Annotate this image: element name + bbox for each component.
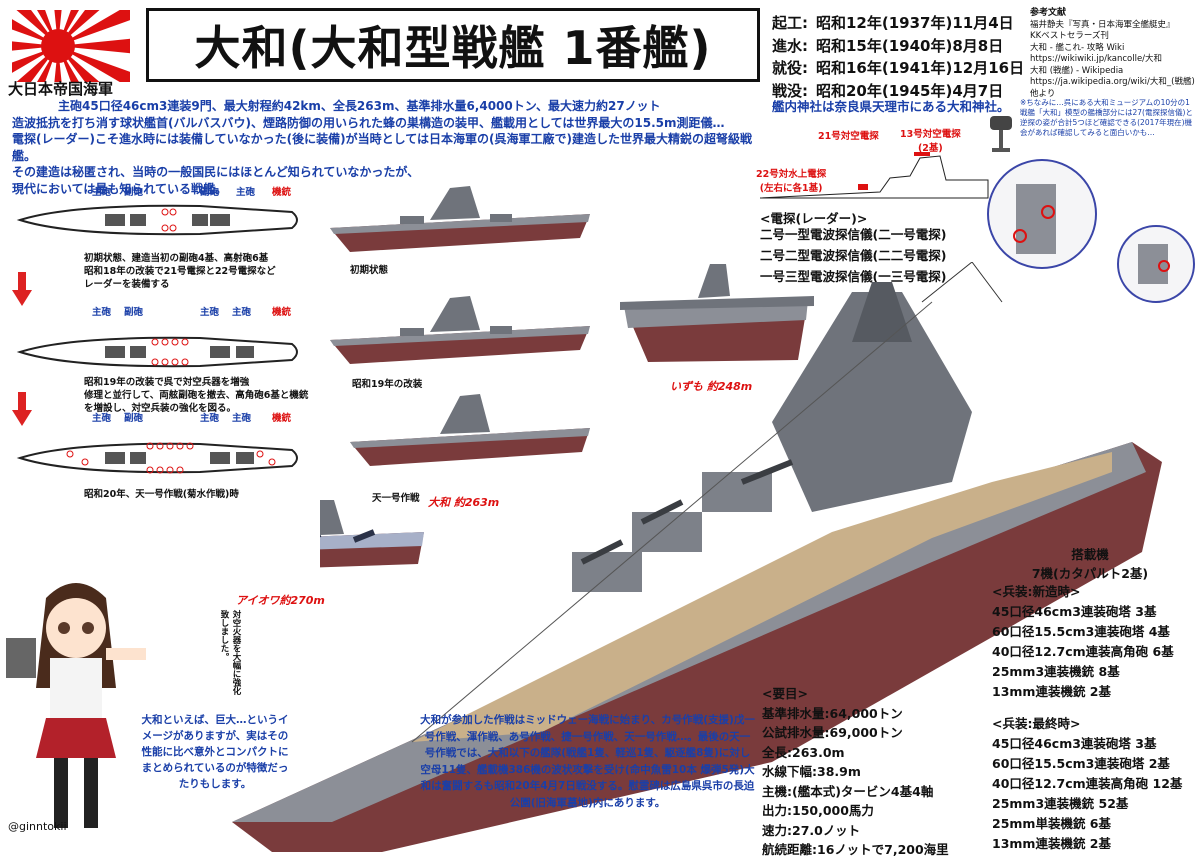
- spec-item: 基準排水量:64,000トン: [762, 705, 903, 721]
- navy-label: 大日本帝国海軍: [8, 80, 114, 98]
- deck-plan-drawings: [16, 204, 298, 474]
- radar-callout-22: 22号対水上電探(左右に各1基): [756, 169, 827, 194]
- radar-item: 二号二型電波探信儀(二二号電探): [760, 248, 947, 263]
- plan3-caption: 昭和20年、天一号作戦(菊水作戦)時: [84, 489, 239, 500]
- shrine-note: 艦内神社は奈良県天理市にある大和神社。: [772, 99, 1010, 114]
- down-arrow-icon: [12, 392, 32, 426]
- profile-ten: [350, 394, 590, 466]
- label-sub-gun: 副砲: [124, 307, 144, 318]
- date-row: 進水:昭和15年(1940年)8月8日: [772, 36, 1004, 55]
- down-arrow-icon: [12, 272, 32, 306]
- label-sub-gun: 副砲: [124, 187, 144, 198]
- label-aa-gun: 機銃: [272, 187, 292, 198]
- label-main-gun: 主砲: [236, 187, 256, 198]
- radar-list: 二号一型電波探信儀(二一号電探) 二号二型電波探信儀(二二号電探) 一号三型電波…: [760, 224, 946, 287]
- date-row: 戦没:昭和20年(1945年)4月7日: [772, 81, 1004, 100]
- arms-item: 25mm3連装機銃 52基: [992, 796, 1129, 811]
- museum-note: ※ちなみに…呉にある大和ミュージアムの10分の1戦艦「大和」模型の艦橋部分には2…: [1020, 98, 1193, 137]
- profile-s19-caption: 昭和19年の改装: [352, 379, 423, 390]
- character-comment: 大和といえば、巨大…というイメージがありますが、実はその性能に比べ意外とコンパク…: [141, 714, 289, 790]
- bridge-inset-circles: [987, 159, 1195, 303]
- radar-callout-21: 21号対空電探: [818, 131, 879, 142]
- page-title: 大和(大和型戦艦 1番艦): [194, 21, 712, 75]
- label-main-gun: 主砲: [232, 413, 252, 424]
- iowa-length-label: アイオワ約270m: [236, 594, 325, 607]
- radar-item: 一号三型電波探信儀(一三号電探): [760, 269, 947, 284]
- spec-item: 出力:150,000馬力: [762, 803, 874, 818]
- yamato-main-illustration: [232, 262, 1162, 852]
- label-main-gun: 主砲: [232, 307, 252, 318]
- label-main-gun: 主砲: [92, 413, 112, 424]
- label-sub-gun: 副砲: [124, 413, 144, 424]
- spec-item: 速力:27.0ノット: [762, 822, 861, 838]
- label-main-gun: 主砲: [200, 307, 220, 318]
- speech-bubble: 対空火器を大幅に強化致しました。: [219, 610, 241, 695]
- label-aa-gun: 機銃: [272, 413, 292, 424]
- character-illustration: [6, 583, 146, 828]
- label-main-gun: 主砲: [200, 413, 220, 424]
- aircraft-block: 搭載機 7機(カタパルト2基): [1031, 547, 1149, 581]
- profile-s19: [330, 296, 590, 364]
- page-title-box: 大和(大和型戦艦 1番艦): [146, 8, 760, 82]
- spec-item: 公試排水量:69,000トン: [762, 725, 903, 740]
- spec-item: 主機:(艦本式)タービン4基4軸: [762, 783, 934, 799]
- arms-final: <兵装:最終時> 45口径46cm3連装砲塔 3基 60口径15.5cm3連装砲…: [992, 714, 1182, 854]
- arms-item: 25mm単装機銃 6基: [992, 816, 1111, 831]
- arms-item: 25mm3連装機銃 8基: [992, 664, 1120, 679]
- label-main-gun: 主砲: [92, 307, 112, 318]
- spec-item: 全長:263.0m: [762, 744, 845, 760]
- radar-item: 二号一型電波探信儀(二一号電探): [760, 227, 947, 242]
- arms-item: 60口径15.5cm3連装砲塔 4基: [992, 624, 1170, 639]
- yamato-length-label: 大和 約263m: [428, 496, 500, 509]
- deck-plan-1: [16, 204, 298, 236]
- label-sub-gun: 副砲: [200, 187, 220, 198]
- radar-diagram: [760, 152, 989, 199]
- label-aa-gun: 機銃: [272, 307, 292, 318]
- radar-callout-13: 13号対空電探(2基): [900, 129, 961, 154]
- rangefinder-icon: [990, 116, 1012, 152]
- label-main-gun: 主砲: [92, 187, 112, 198]
- intro-text: 主砲45口径46cm3連装9門、最大射程約42km、全長263m、基準排水量6,…: [12, 99, 752, 196]
- profile-initial: [330, 186, 590, 252]
- arms-item: 45口径46cm3連装砲塔 3基: [992, 736, 1157, 751]
- deck-plan-2: [16, 336, 298, 368]
- radar-title: <電探(レーダー)>: [760, 211, 868, 226]
- references: 参考文献 福井静夫『写真・日本海軍全艦艇史』 KKベストセラーズ刊 大和 - 艦…: [1030, 8, 1195, 99]
- plan1-caption: 初期状態、建造当初の副砲4基、高射砲6基昭和18年の改装で21号電探と22号電探…: [84, 253, 276, 290]
- spec-block: <要目> 基準排水量:64,000トン 公試排水量:69,000トン 全長:26…: [762, 684, 949, 860]
- dates-block: 起工:昭和12年(1937年)11月4日 進水:昭和15年(1940年)8月8日…: [772, 12, 1024, 102]
- plan2-caption: 昭和19年の改装で呉で対空兵器を増強修理と並行して、両舷副砲を撤去、高角砲6基と…: [84, 377, 309, 414]
- arms-item: 40口径12.7cm連装高角砲 6基: [992, 644, 1174, 659]
- arms-item: 13mm連装機銃 2基: [992, 684, 1111, 699]
- deck-plan-3: [16, 442, 298, 474]
- profile-ten-caption: 天一号作戦: [372, 493, 420, 504]
- arms-new: <兵装:新造時> 45口径46cm3連装砲塔 3基 60口径15.5cm3連装砲…: [992, 582, 1174, 702]
- arms-item: 13mm連装機銃 2基: [992, 836, 1111, 851]
- date-row: 起工:昭和12年(1937年)11月4日: [772, 14, 1014, 32]
- date-row: 就役:昭和16年(1941年)12月16日: [772, 59, 1025, 77]
- ship-profiles: [320, 186, 590, 568]
- spec-item: 航続距離:16ノットで7,200海里: [762, 842, 949, 857]
- izumo-length-label: いずも 約248m: [670, 380, 753, 393]
- rising-sun-flag-icon: [12, 10, 130, 82]
- arms-item: 60口径15.5cm3連装砲塔 2基: [992, 756, 1170, 771]
- spec-item: 水線下幅:38.9m: [762, 764, 861, 779]
- arms-item: 45口径46cm3連装砲塔 3基: [992, 604, 1157, 619]
- author-handle: @ginntokii: [8, 820, 67, 833]
- izumo-profile: [620, 264, 814, 362]
- deck-plans: 主砲 副砲 副砲 主砲 機銃 初期状態、建造当初の副砲4基、高射砲6基昭和18年…: [10, 186, 310, 506]
- profile-iowa: [320, 500, 424, 568]
- profile-initial-caption: 初期状態: [350, 265, 389, 276]
- arms-item: 40口径12.7cm連装高角砲 12基: [992, 776, 1183, 791]
- operations-text: 大和が参加した作戦はミッドウェー海戦に始まり、カ号作戦(支援)戊一号作戦、渾作戦…: [420, 714, 755, 809]
